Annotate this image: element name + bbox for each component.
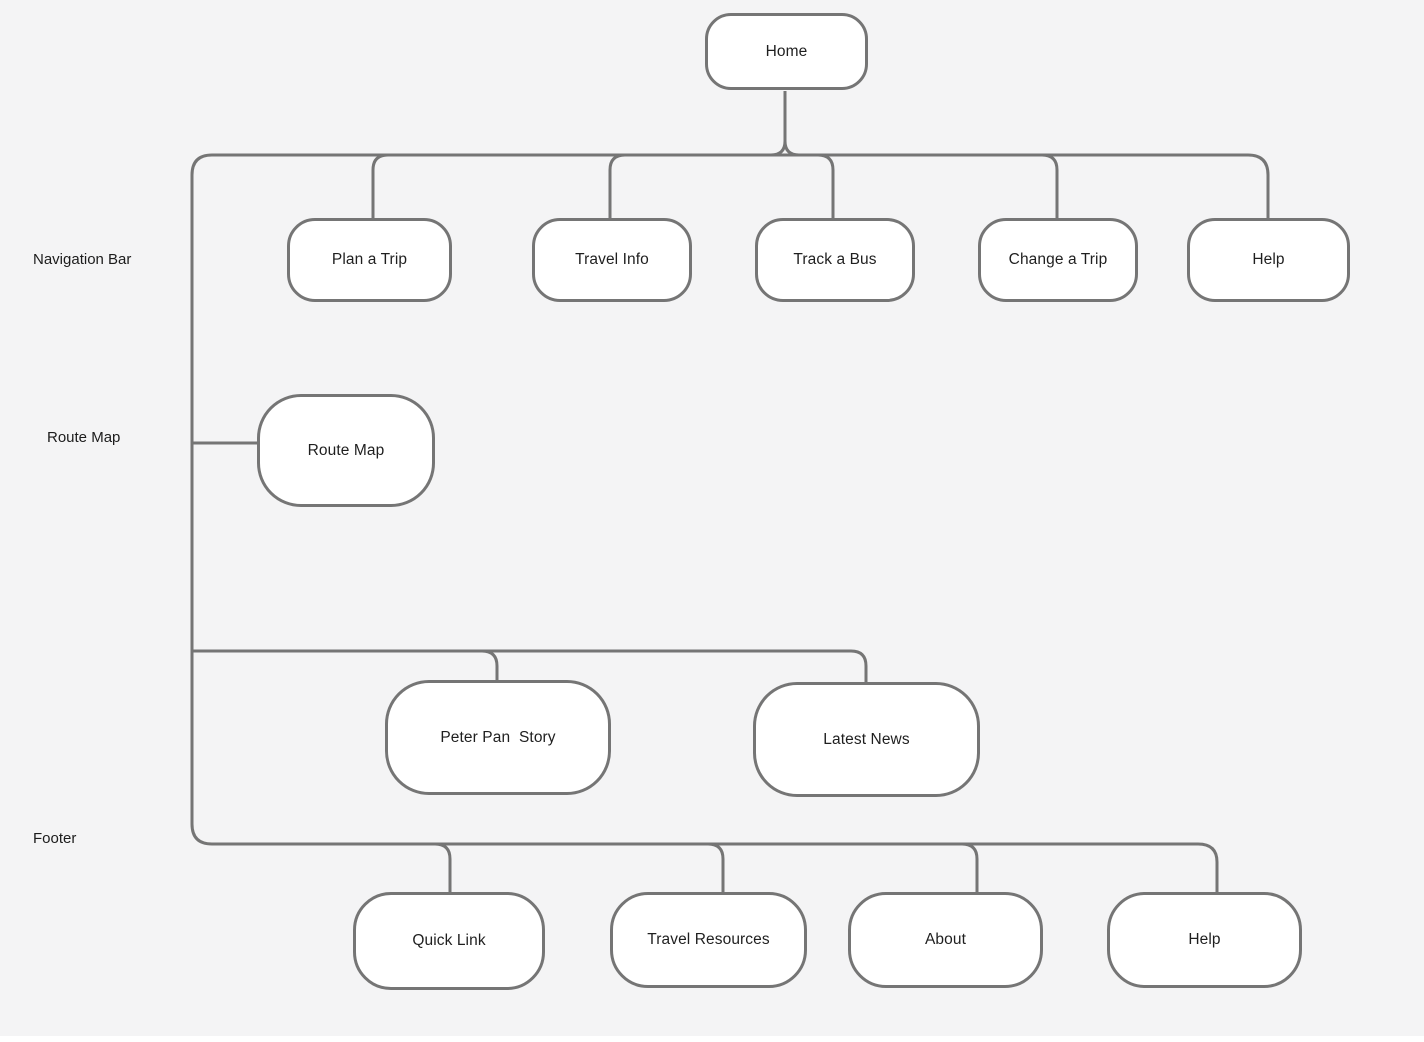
node-route-map-label: Route Map — [307, 441, 385, 459]
node-travel-resources-label: Travel Resources — [647, 931, 770, 948]
node-change-a-trip[interactable]: Change a Trip — [978, 218, 1138, 302]
node-help-nav-label: Help — [1252, 251, 1285, 268]
node-peter-pan-story-label: Peter Pan Story — [440, 728, 556, 746]
node-change-a-trip-label: Change a Trip — [1008, 251, 1108, 268]
node-travel-info[interactable]: Travel Info — [532, 218, 692, 302]
section-label-route-map: Route Map — [47, 429, 121, 446]
node-home[interactable]: Home — [705, 13, 868, 90]
node-help-footer-label: Help — [1188, 931, 1221, 948]
node-travel-resources[interactable]: Travel Resources — [610, 892, 807, 988]
edge-to-change-a-trip — [1041, 153, 1059, 219]
section-label-navigation-bar: Navigation Bar — [33, 251, 132, 268]
node-plan-a-trip-label: Plan a Trip — [331, 251, 408, 268]
node-help-nav[interactable]: Help — [1187, 218, 1350, 302]
node-quick-link[interactable]: Quick Link — [353, 892, 545, 990]
edge-nav-bus — [212, 153, 1270, 219]
edge-to-about — [961, 842, 979, 893]
node-about-label: About — [924, 931, 966, 948]
node-route-map[interactable]: Route Map — [257, 394, 435, 507]
node-travel-info-label: Travel Info — [575, 251, 649, 268]
edge-to-plan-a-trip — [371, 153, 389, 219]
edge-home-stem-left — [770, 91, 787, 157]
node-track-a-bus-label: Track a Bus — [793, 251, 877, 268]
edge-to-travel-info — [608, 153, 626, 219]
edge-to-peter-pan-story — [193, 649, 499, 681]
node-about[interactable]: About — [848, 892, 1043, 988]
node-home-label: Home — [765, 42, 808, 60]
edge-to-quick-link — [434, 842, 452, 893]
node-latest-news-label: Latest News — [823, 730, 910, 748]
edge-to-latest-news — [193, 649, 868, 683]
node-help-footer[interactable]: Help — [1107, 892, 1302, 988]
node-quick-link-label: Quick Link — [412, 932, 486, 949]
bottom-window-edge — [0, 1036, 1424, 1042]
section-label-footer: Footer — [33, 830, 77, 847]
node-peter-pan-story[interactable]: Peter Pan Story — [385, 680, 611, 795]
node-track-a-bus[interactable]: Track a Bus — [755, 218, 915, 302]
edge-home-stem-right — [783, 91, 800, 157]
node-plan-a-trip[interactable]: Plan a Trip — [287, 218, 452, 302]
edge-to-travel-resources — [707, 842, 725, 893]
node-latest-news[interactable]: Latest News — [753, 682, 980, 797]
edge-to-track-a-bus — [817, 153, 835, 219]
